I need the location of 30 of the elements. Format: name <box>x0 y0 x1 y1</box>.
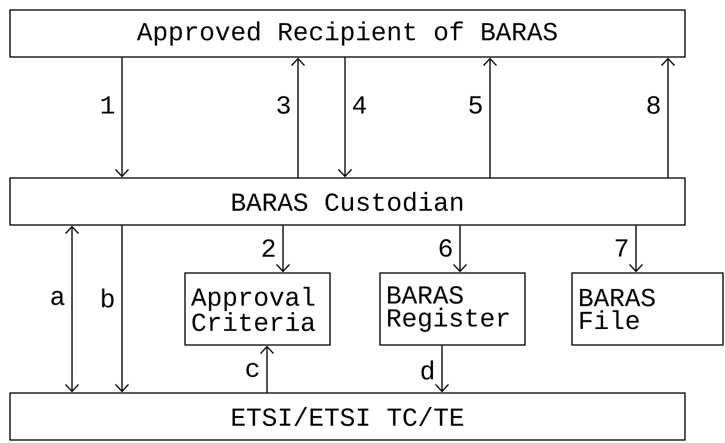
arrow <box>260 346 274 392</box>
edge-label: c <box>244 362 262 378</box>
arrow <box>291 58 305 178</box>
edge-label: 1 <box>98 95 116 115</box>
edge-label: b <box>98 287 116 309</box>
edge-label: 4 <box>350 95 368 115</box>
process-box: Approval Criteria <box>184 272 331 346</box>
edge-label: 5 <box>466 95 484 115</box>
edge-label: 2 <box>260 238 278 258</box>
arrow <box>276 226 290 272</box>
arrow <box>65 226 79 392</box>
edge-label: 3 <box>274 95 292 115</box>
arrow <box>453 226 467 272</box>
arrow <box>338 58 352 178</box>
edge-label: d <box>418 359 436 381</box>
edge-label: 8 <box>644 95 662 115</box>
edge-label: 6 <box>436 238 454 258</box>
arrow <box>115 58 129 178</box>
process-box: Approved Recipient of BARAS <box>9 9 686 58</box>
process-box: BARAS Register <box>379 272 526 346</box>
process-box: ETSI/ETSI TC/TE <box>9 392 686 441</box>
edge-label: a <box>48 290 66 306</box>
arrow <box>483 58 497 178</box>
arrow <box>435 346 449 392</box>
arrow <box>115 226 129 392</box>
process-box: BARAS File <box>571 272 724 346</box>
process-box: BARAS Custodian <box>9 177 686 226</box>
arrow <box>661 58 675 178</box>
edge-label: 7 <box>612 238 630 258</box>
arrow <box>629 226 643 272</box>
